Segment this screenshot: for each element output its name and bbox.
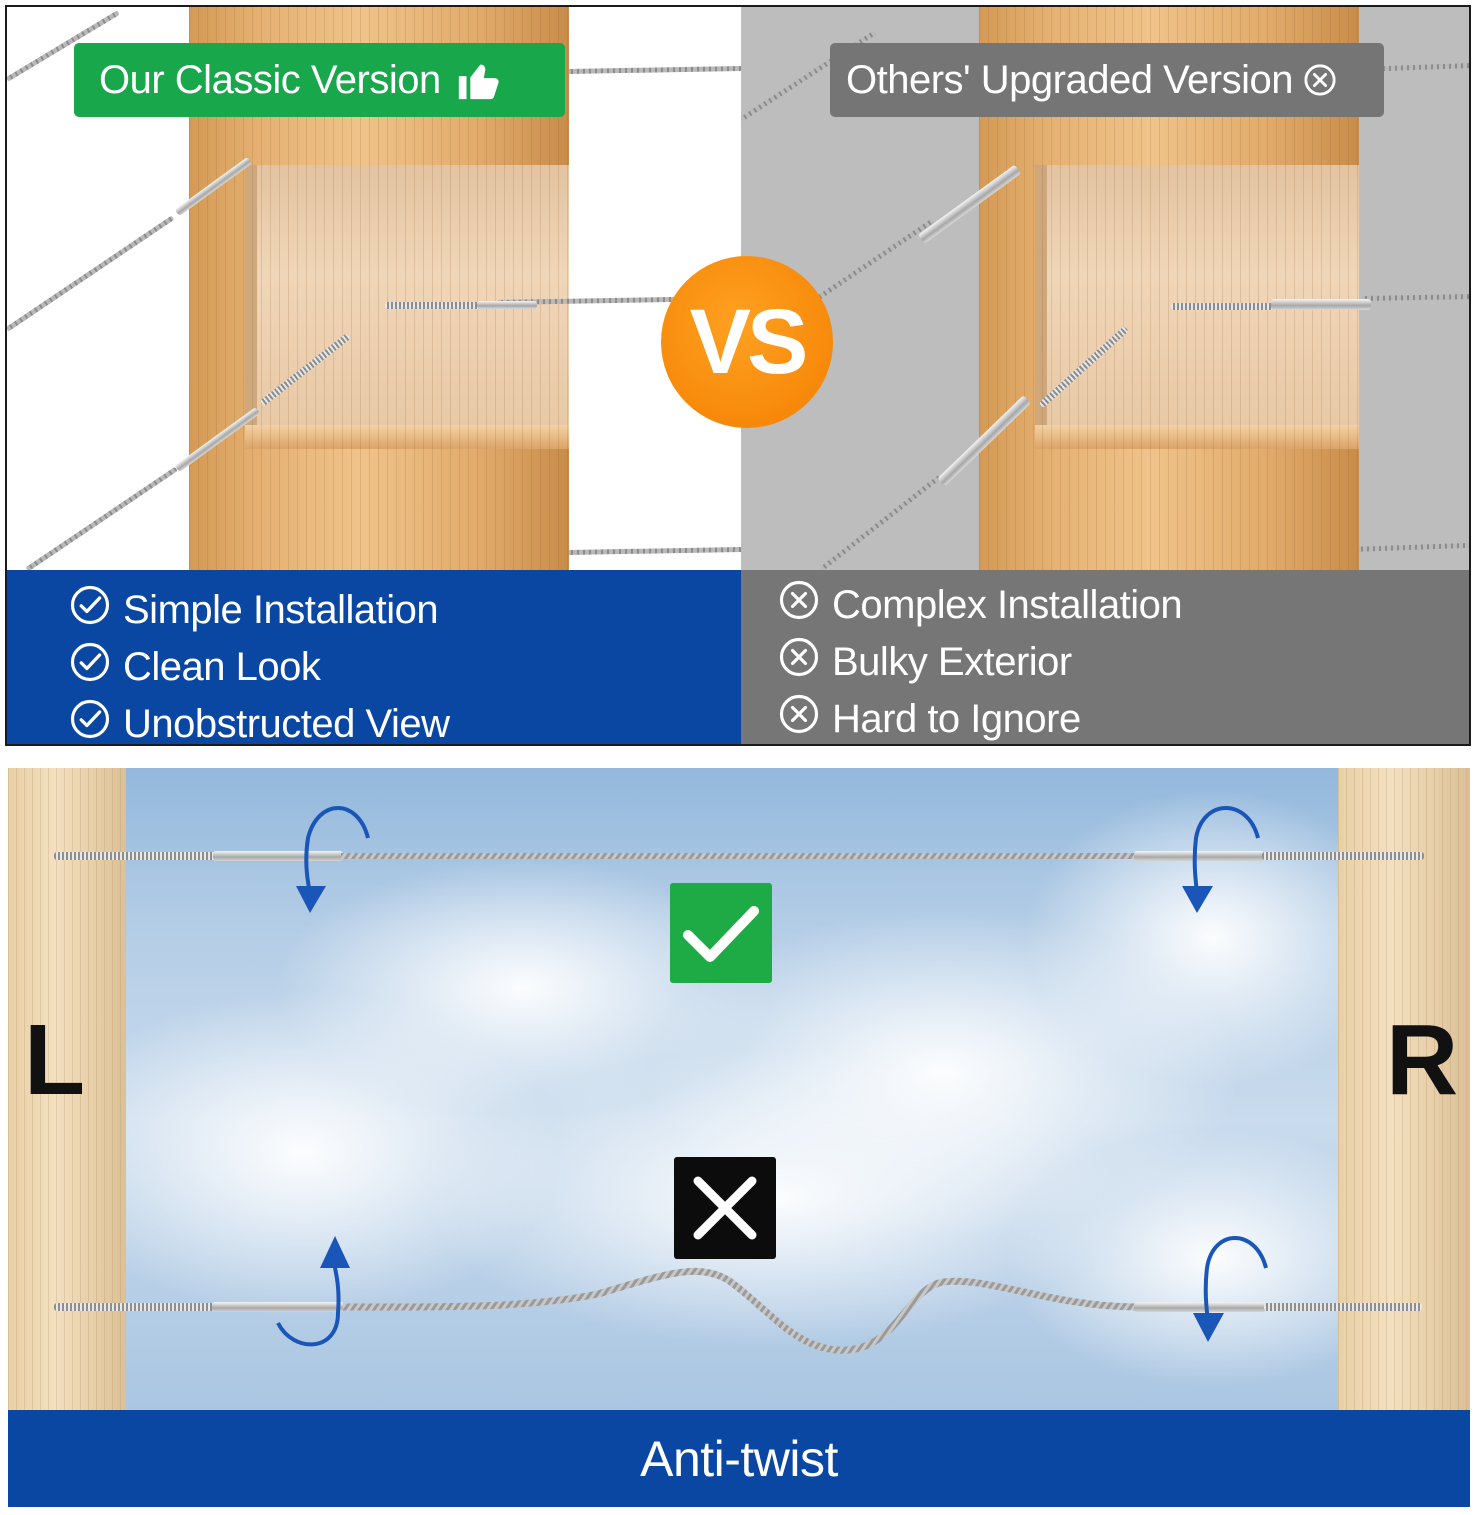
others-version-label: Others' Upgraded Version bbox=[846, 57, 1294, 102]
pros-list: Simple Installation Clean Look Unobstruc… bbox=[7, 570, 741, 746]
pros-item-label: Clean Look bbox=[123, 644, 321, 689]
right-side-label: R bbox=[1386, 1004, 1459, 1116]
left-side-label: L bbox=[24, 1004, 86, 1116]
others-version-banner: Others' Upgraded Version bbox=[830, 43, 1384, 117]
list-item: Hard to Ignore bbox=[778, 693, 1081, 744]
anti-twist-panel: L R Anti-twist bbox=[8, 768, 1470, 1507]
circle-check-icon bbox=[69, 584, 123, 636]
rotate-arrow-icon bbox=[276, 1236, 350, 1347]
anti-twist-caption: Anti-twist bbox=[640, 1430, 838, 1487]
cable-illustration bbox=[54, 806, 1424, 1354]
circle-x-icon bbox=[778, 636, 832, 688]
cons-item-label: Complex Installation bbox=[832, 582, 1183, 627]
list-item: Bulky Exterior bbox=[778, 636, 1072, 688]
circle-check-icon bbox=[69, 641, 123, 693]
check-mark-icon bbox=[670, 883, 772, 983]
circle-x-icon bbox=[778, 579, 832, 631]
twisted-cable bbox=[54, 1267, 1422, 1354]
thumbs-up-icon bbox=[455, 57, 501, 103]
x-mark-icon bbox=[674, 1157, 776, 1259]
list-item: Clean Look bbox=[69, 641, 321, 693]
cons-item-label: Bulky Exterior bbox=[832, 639, 1072, 684]
classic-version-photo: Our Classic Version bbox=[7, 7, 741, 570]
straight-cable bbox=[54, 851, 1424, 861]
pros-item-label: Unobstructed View bbox=[123, 701, 450, 746]
list-item: Simple Installation bbox=[69, 584, 439, 636]
comparison-panel: Our Classic Version Others' Upgraded Ver… bbox=[5, 5, 1471, 746]
cons-item-label: Hard to Ignore bbox=[832, 696, 1081, 741]
classic-version-label: Our Classic Version bbox=[99, 57, 441, 102]
rotate-arrow-icon bbox=[1193, 1236, 1268, 1342]
rotate-arrow-icon bbox=[1182, 806, 1260, 913]
list-item: Complex Installation bbox=[778, 579, 1183, 631]
list-item: Unobstructed View bbox=[69, 698, 450, 746]
cons-list: Complex Installation Bulky Exterior Hard… bbox=[741, 570, 1469, 744]
vs-badge: VS bbox=[661, 256, 833, 428]
classic-version-banner: Our Classic Version bbox=[74, 43, 565, 117]
circle-x-icon bbox=[1303, 63, 1337, 97]
pros-item-label: Simple Installation bbox=[123, 587, 439, 632]
vs-label: VS bbox=[689, 290, 809, 393]
rotate-arrow-icon bbox=[296, 806, 370, 913]
circle-check-icon bbox=[69, 698, 123, 744]
circle-x-icon bbox=[778, 693, 832, 744]
anti-twist-caption-bar: Anti-twist bbox=[8, 1410, 1470, 1507]
